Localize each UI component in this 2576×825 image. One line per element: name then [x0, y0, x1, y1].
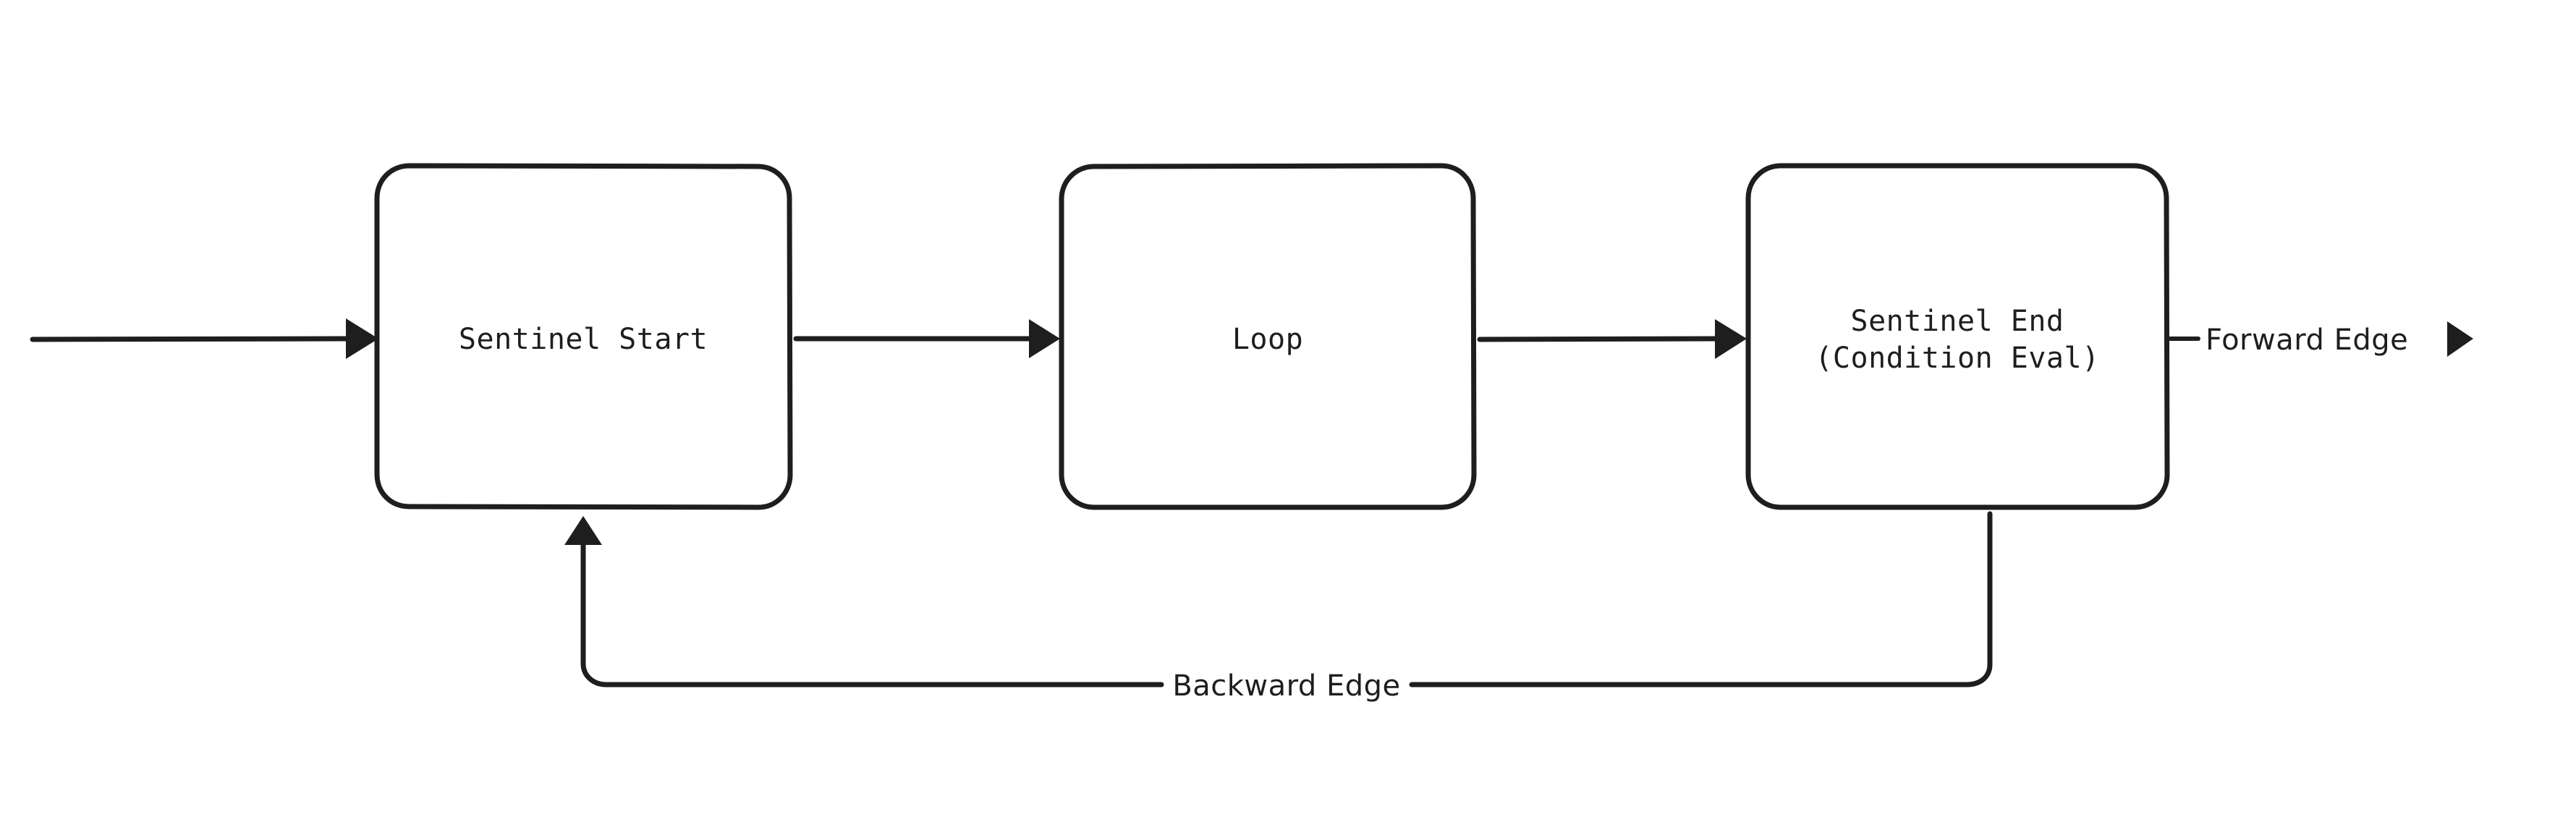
- backward-edge-label: Backward Edge: [1172, 669, 1400, 703]
- sentinel-start-shape: [374, 163, 793, 510]
- loop-to-end-arrowhead-icon: [1715, 319, 1747, 359]
- entry-arrowhead-icon: [346, 318, 378, 359]
- forward-edge-arrowhead-icon: [2447, 321, 2473, 357]
- loop-label: Loop: [1232, 323, 1303, 356]
- loop-shape: [1059, 163, 1477, 510]
- sentinel-end-label-line2: (Condition Eval): [1815, 342, 2099, 375]
- edge-forward: Forward Edge: [2168, 321, 2473, 357]
- node-sentinel-start[interactable]: Sentinel Start: [374, 163, 793, 510]
- edge-entry: [30, 318, 378, 359]
- edge-backward: Backward Edge: [564, 511, 1993, 703]
- backward-edge-left-segment: [580, 542, 1164, 688]
- start-to-loop-arrowhead-icon: [1029, 319, 1060, 358]
- sentinel-end-label-line1: Sentinel End: [1851, 305, 2064, 338]
- sentinel-start-label: Sentinel Start: [459, 323, 708, 356]
- backward-edge-right-segment: [1409, 511, 1993, 688]
- forward-edge-label: Forward Edge: [2206, 323, 2408, 357]
- node-loop[interactable]: Loop: [1059, 163, 1477, 510]
- backward-edge-arrowhead-icon: [564, 516, 602, 545]
- edge-start-to-loop: [793, 319, 1060, 358]
- node-sentinel-end[interactable]: Sentinel End (Condition Eval): [1745, 163, 2170, 510]
- edge-loop-to-end: [1477, 319, 1747, 359]
- sentinel-end-shape: [1745, 163, 2170, 510]
